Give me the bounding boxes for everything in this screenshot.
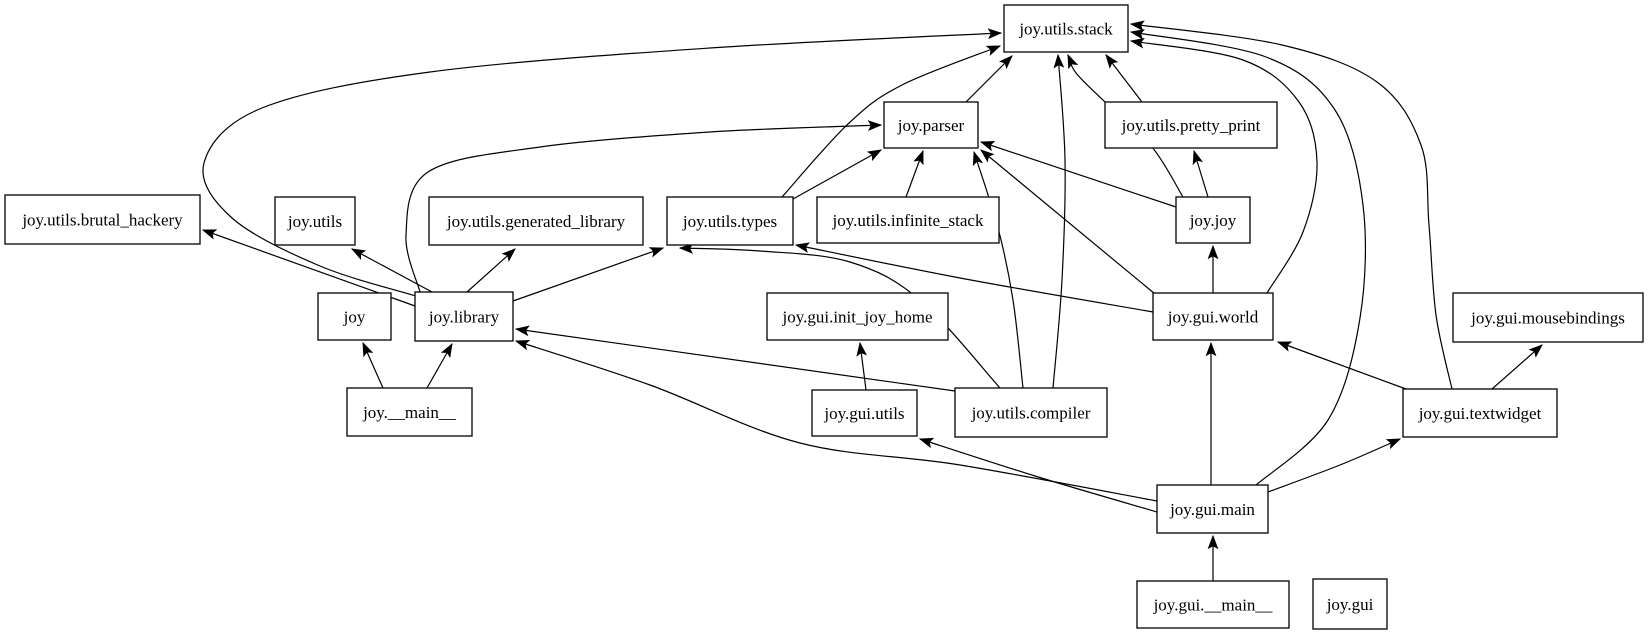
node-label-joy-utils-infinite-stack: joy.utils.infinite_stack xyxy=(832,211,984,230)
edges-layer xyxy=(201,20,1543,581)
node-box-joy-utils-pretty-print xyxy=(1104,101,1278,149)
edge-gui-main-to-gui-utils xyxy=(918,437,1158,513)
edge-pretty-print-to-stack xyxy=(1105,54,1143,103)
node-label-joy-gui-init-joy-home: joy.gui.init_joy_home xyxy=(781,308,932,327)
nodes-layer: joy.utils.stack joy.parser joy.utils.prett… xyxy=(4,4,1644,630)
node-box-joy-gui-main xyxy=(1136,580,1290,629)
graph-node-joy-parser: joy.parser xyxy=(883,101,979,149)
edge-infinite-stack-to-parser xyxy=(905,149,924,198)
node-label-joy-utils-generated-library: joy.utils.generated_library xyxy=(446,212,626,231)
graph-node-joy-utils-brutal-hackery: joy.utils.brutal_hackery xyxy=(4,194,201,245)
node-label-joy-gui-utils: joy.gui.utils xyxy=(823,404,904,423)
node-label-joy-utils-pretty-print: joy.utils.pretty_print xyxy=(1121,116,1261,135)
graph-node-joy-joy: joy.joy xyxy=(1175,196,1251,244)
node-label-joy-utils-types: joy.utils.types xyxy=(682,212,777,231)
edge-world-to-parser xyxy=(980,149,1156,295)
edge-textwidget-to-world xyxy=(1276,341,1407,390)
node-box-joy-utils-stack xyxy=(1003,4,1129,53)
edge-compiler-to-library xyxy=(514,325,956,392)
edge-world-to-types xyxy=(794,242,1154,313)
graph-node-joy-utils-types: joy.utils.types xyxy=(666,196,794,246)
graph-node-joy-gui-textwidget: joy.gui.textwidget xyxy=(1402,388,1558,438)
node-box-joy-gui-utils xyxy=(811,389,918,437)
node-label-joy-gui-world: joy.gui.world xyxy=(1167,308,1259,327)
node-label-joy: joy xyxy=(343,308,366,327)
node-box-joy-joy xyxy=(1175,196,1251,244)
node-label-joy-parser: joy.parser xyxy=(897,116,965,135)
node-label-joy-gui-main: joy.gui.main xyxy=(1169,500,1255,519)
edge-types-to-parser xyxy=(792,149,883,200)
edge-compiler-to-parser xyxy=(972,150,1024,389)
edge-compiler-to-stack xyxy=(1052,53,1066,389)
edge-library-to-generated-library xyxy=(466,248,516,293)
edge-gui-main-to-library xyxy=(514,339,1158,502)
node-box-joy-gui-init-joy-home xyxy=(766,292,949,341)
node-label-joy-main: joy.__main__ xyxy=(362,403,456,422)
edge-compiler-to-types xyxy=(678,243,1001,389)
graph-node-joy-library: joy.library xyxy=(414,291,514,342)
graph-node-joy-main: joy.__main__ xyxy=(346,387,473,437)
graph-node-joy: joy xyxy=(317,292,392,341)
node-label-joy-utils-stack: joy.utils.stack xyxy=(1018,20,1113,39)
edge-joy-main-to-library xyxy=(426,342,453,389)
node-label-joy-library: joy.library xyxy=(428,308,500,327)
node-label-joy-utils: joy.utils xyxy=(287,212,342,231)
graph-node-joy-gui-init-joy-home: joy.gui.init_joy_home xyxy=(766,292,949,341)
node-box-joy-utils xyxy=(274,196,356,246)
node-label-joy-joy: joy.joy xyxy=(1189,211,1237,230)
edge-types-to-stack xyxy=(781,45,1002,198)
graph-node-joy-utils-stack: joy.utils.stack xyxy=(1003,4,1129,53)
graph-node-joy-gui-utils: joy.gui.utils xyxy=(811,389,918,437)
node-box-joy-utils-compiler xyxy=(954,387,1108,438)
node-box-joy-gui-textwidget xyxy=(1402,388,1558,438)
node-box-joy-utils-brutal-hackery xyxy=(4,194,201,245)
edge-joy-joy-to-pretty-print xyxy=(1192,149,1209,198)
edge-parser-to-stack xyxy=(965,55,1013,103)
graph-node-joy-gui-mousebindings: joy.gui.mousebindings xyxy=(1452,292,1644,343)
edge-gui-main-to-stack xyxy=(1129,29,1367,486)
edge-joy-main-to-joy xyxy=(362,341,384,389)
edge-joy-joy-to-parser xyxy=(979,141,1177,208)
edge-gui-main-to-textwidget xyxy=(1267,438,1402,493)
graph-node-joy-utils: joy.utils xyxy=(274,196,356,246)
node-box-joy-main xyxy=(346,387,473,437)
edge-library-to-utils xyxy=(350,248,433,293)
node-box-joy-parser xyxy=(883,101,979,149)
edge-world-to-stack xyxy=(1129,37,1318,294)
edge-library-to-parser xyxy=(405,120,883,293)
node-box-joy-utils-generated-library xyxy=(428,196,644,246)
node-box-joy-gui-mousebindings xyxy=(1452,292,1644,343)
edge-textwidget-to-mousebindings xyxy=(1491,344,1543,390)
graph-node-joy-utils-infinite-stack: joy.utils.infinite_stack xyxy=(816,196,1000,244)
edge-library-to-stack xyxy=(202,28,1003,297)
node-box-joy-gui xyxy=(1312,578,1388,630)
graph-node-joy-utils-compiler: joy.utils.compiler xyxy=(954,387,1108,438)
edge-gui-utils-to-init-joy-home xyxy=(856,341,868,391)
edge-library-to-types xyxy=(512,247,665,302)
node-label-joy-gui-main: joy.gui.__main__ xyxy=(1153,596,1273,615)
node-label-joy-gui: joy.gui xyxy=(1326,595,1374,614)
node-label-joy-utils-brutal-hackery: joy.utils.brutal_hackery xyxy=(21,211,183,230)
graph-node-joy-utils-generated-library: joy.utils.generated_library xyxy=(428,196,644,246)
graph-node-joy-gui-main: joy.gui.main xyxy=(1156,484,1269,534)
node-label-joy-gui-mousebindings: joy.gui.mousebindings xyxy=(1470,309,1625,328)
graph-node-joy-utils-pretty-print: joy.utils.pretty_print xyxy=(1104,101,1278,149)
node-box-joy-gui-main xyxy=(1156,484,1269,534)
node-box-joy-utils-infinite-stack xyxy=(816,196,1000,244)
graph-node-joy-gui: joy.gui xyxy=(1312,578,1388,630)
node-box-joy-gui-world xyxy=(1152,292,1274,341)
edge-textwidget-to-stack xyxy=(1129,20,1453,390)
node-box-joy-library xyxy=(414,291,514,342)
node-label-joy-utils-compiler: joy.utils.compiler xyxy=(971,404,1091,423)
node-box-joy xyxy=(317,292,392,341)
node-label-joy-gui-textwidget: joy.gui.textwidget xyxy=(1418,404,1542,423)
graph-node-joy-gui-main: joy.gui.__main__ xyxy=(1136,580,1290,629)
node-box-joy-utils-types xyxy=(666,196,794,246)
graph-node-joy-gui-world: joy.gui.world xyxy=(1152,292,1274,341)
